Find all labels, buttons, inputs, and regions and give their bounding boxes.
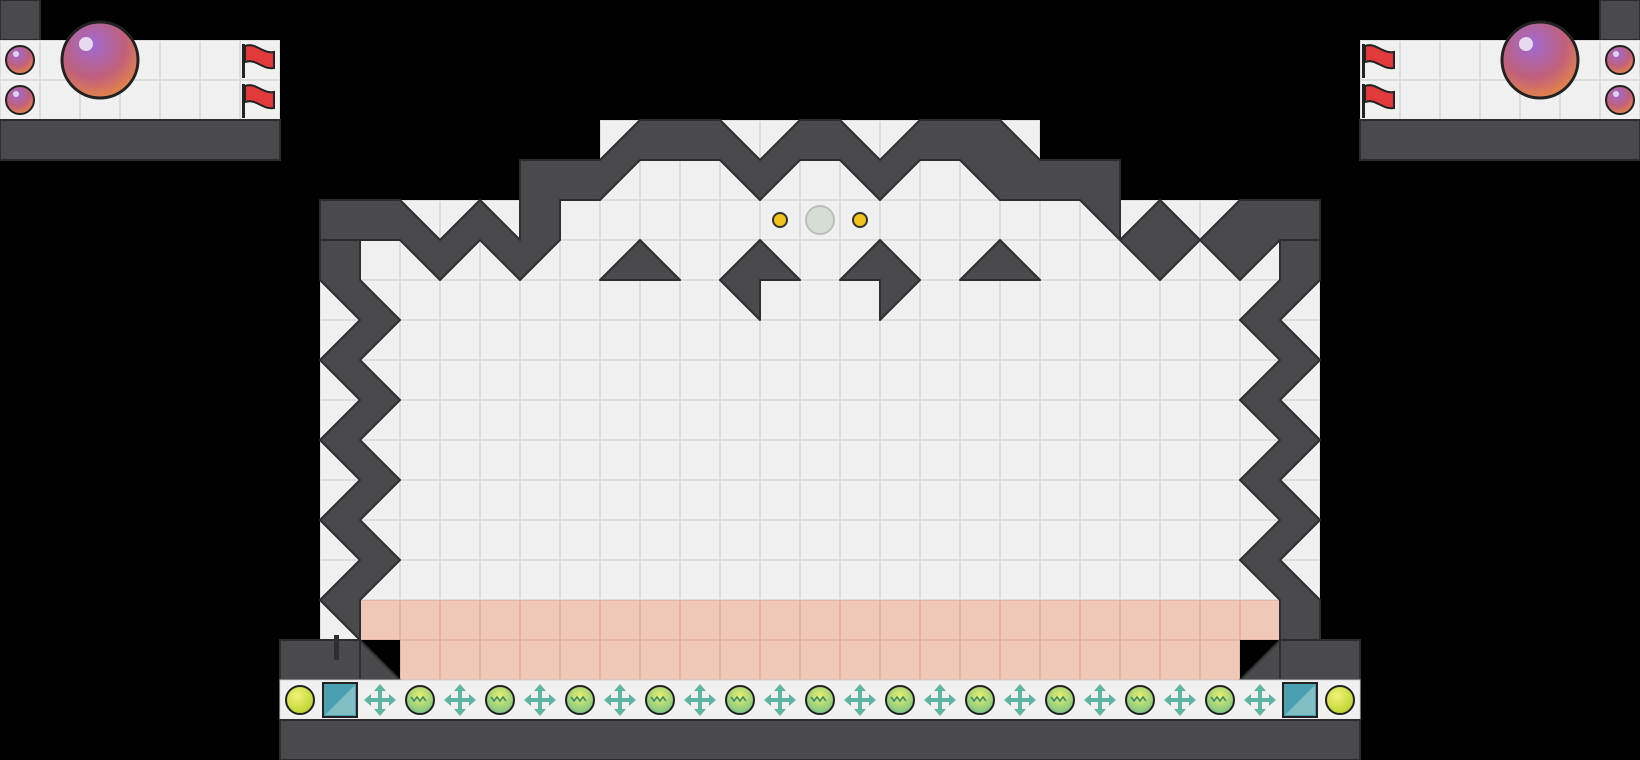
move-arrows-icon[interactable] xyxy=(764,684,796,716)
disc-icon[interactable] xyxy=(1205,685,1235,715)
disc-icon[interactable] xyxy=(405,685,435,715)
move-arrows-icon[interactable] xyxy=(444,684,476,716)
goal-zone xyxy=(360,600,1280,680)
move-arrows-icon[interactable] xyxy=(524,684,556,716)
portal-icon[interactable] xyxy=(1282,682,1318,718)
disc-icon[interactable] xyxy=(965,685,995,715)
move-arrows-icon[interactable] xyxy=(684,684,716,716)
spike-3 xyxy=(839,239,921,321)
top-wall xyxy=(319,119,1321,281)
disc-icon[interactable] xyxy=(565,685,595,715)
move-arrows-icon[interactable] xyxy=(604,684,636,716)
bottom-ledge-right xyxy=(1279,639,1361,681)
portal-icon[interactable] xyxy=(322,682,358,718)
orb-icon[interactable] xyxy=(1325,685,1355,715)
player-ball[interactable] xyxy=(60,20,140,100)
move-arrows-icon[interactable] xyxy=(1164,684,1196,716)
disc-icon[interactable] xyxy=(805,685,835,715)
wall-structure xyxy=(279,119,1361,681)
flag-icon xyxy=(1362,84,1395,118)
launcher-slot xyxy=(805,205,835,235)
disc-icon[interactable] xyxy=(725,685,755,715)
move-arrows-icon[interactable] xyxy=(1004,684,1036,716)
move-arrows-icon[interactable] xyxy=(924,684,956,716)
item-tray xyxy=(279,679,1361,760)
disc-icon[interactable] xyxy=(1045,685,1075,715)
move-arrows-icon[interactable] xyxy=(1244,684,1276,716)
move-arrows-icon[interactable] xyxy=(364,684,396,716)
disc-icon[interactable] xyxy=(645,685,675,715)
flag-icon xyxy=(242,84,275,118)
bottom-ledge-left xyxy=(279,639,361,681)
spike-4 xyxy=(959,239,1041,281)
spike-2 xyxy=(719,239,801,321)
life-icon xyxy=(5,45,35,75)
player-panel-left xyxy=(0,0,281,161)
life-icon xyxy=(5,85,35,115)
orb-icon[interactable] xyxy=(285,685,315,715)
launcher[interactable] xyxy=(772,205,868,235)
left-post xyxy=(334,635,339,660)
move-arrows-icon[interactable] xyxy=(844,684,876,716)
player-panel-right xyxy=(1359,0,1640,161)
disc-icon[interactable] xyxy=(885,685,915,715)
flag-icon xyxy=(1362,44,1395,78)
flag-icon xyxy=(242,44,275,78)
life-icon xyxy=(1605,45,1635,75)
launcher-marker-left xyxy=(772,212,788,228)
spike-1 xyxy=(599,239,681,281)
disc-icon[interactable] xyxy=(1125,685,1155,715)
disc-icon[interactable] xyxy=(485,685,515,715)
life-icon xyxy=(1605,85,1635,115)
move-arrows-icon[interactable] xyxy=(1084,684,1116,716)
player-ball[interactable] xyxy=(1500,20,1580,100)
launcher-marker-right xyxy=(852,212,868,228)
playfield xyxy=(320,120,1320,640)
